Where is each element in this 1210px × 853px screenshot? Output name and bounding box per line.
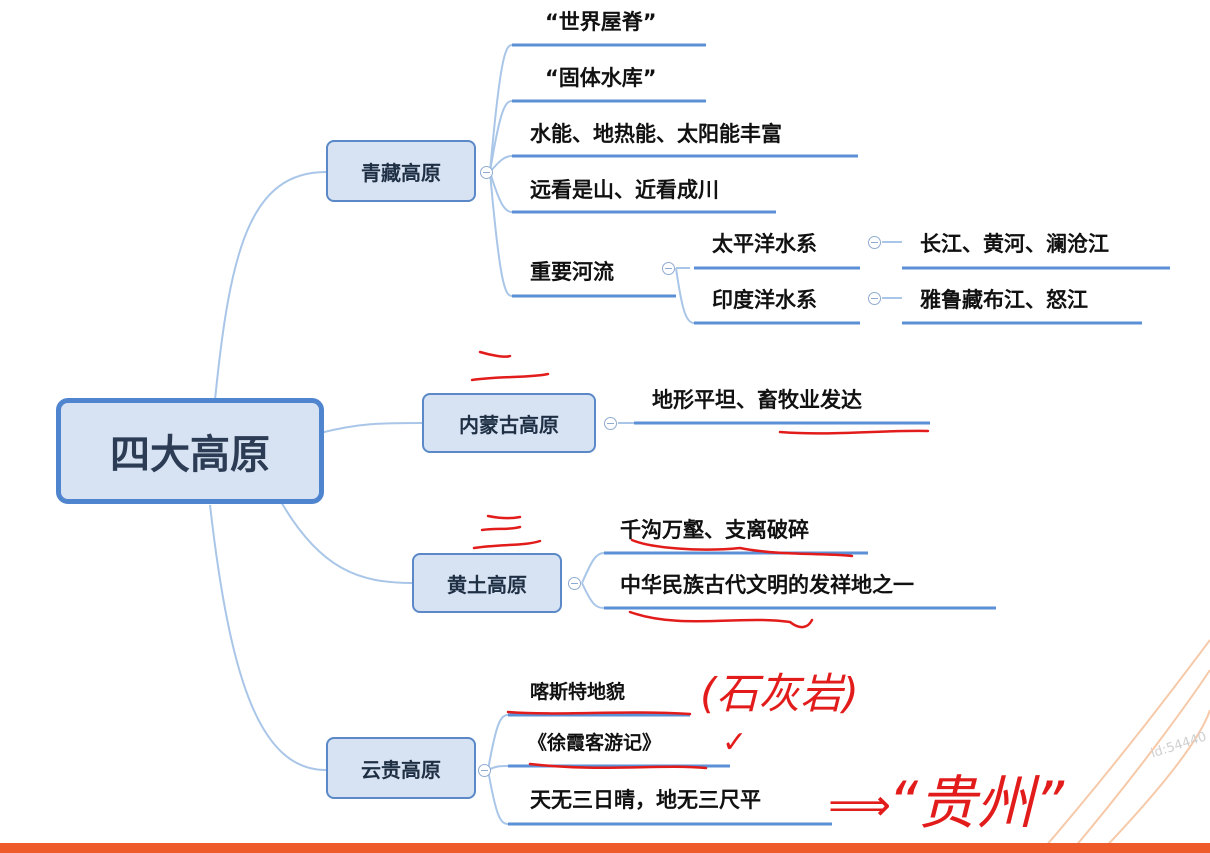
leaf-item[interactable]: “世界屋脊” bbox=[545, 10, 657, 34]
node-qingzang-plateau[interactable]: 青藏高原 bbox=[326, 140, 476, 202]
bottom-bar bbox=[0, 843, 1210, 853]
collapse-icon[interactable] bbox=[868, 292, 881, 305]
node-label: 云贵高原 bbox=[361, 757, 441, 782]
leaf-item[interactable]: 喀斯特地貌 bbox=[530, 681, 626, 703]
handwritten-underlines bbox=[470, 350, 930, 770]
annotation-karst-note: (石灰岩) bbox=[700, 669, 859, 718]
root-node[interactable]: 四大高原 bbox=[56, 398, 324, 504]
leaf-pacific-rivers[interactable]: 长江、黄河、澜沧江 bbox=[920, 232, 1109, 256]
collapse-icon[interactable] bbox=[480, 166, 493, 179]
leaf-rivers[interactable]: 重要河流 bbox=[530, 260, 614, 284]
leaf-indian-system[interactable]: 印度洋水系 bbox=[712, 288, 817, 312]
leaf-item[interactable]: 天无三日晴，地无三尺平 bbox=[530, 788, 761, 812]
leaf-pacific-system[interactable]: 太平洋水系 bbox=[712, 232, 817, 256]
leaf-item[interactable]: “固体水库” bbox=[545, 66, 657, 90]
leaf-item[interactable]: 千沟万壑、支离破碎 bbox=[620, 518, 809, 542]
annotation-guizhou: “贵州” bbox=[888, 769, 1065, 837]
collapse-icon[interactable] bbox=[604, 417, 617, 430]
collapse-icon[interactable] bbox=[868, 236, 881, 249]
collapse-icon[interactable] bbox=[478, 764, 491, 777]
collapse-icon[interactable] bbox=[568, 577, 581, 590]
leaf-indian-rivers[interactable]: 雅鲁藏布江、怒江 bbox=[920, 288, 1088, 312]
leaf-item[interactable]: 中华民族古代文明的发祥地之一 bbox=[620, 573, 914, 597]
collapse-icon[interactable] bbox=[662, 262, 675, 275]
node-label: 黄土高原 bbox=[447, 572, 527, 597]
node-huangtu-plateau[interactable]: 黄土高原 bbox=[412, 553, 562, 613]
leaf-item[interactable]: 水能、地热能、太阳能丰富 bbox=[530, 122, 782, 146]
leaf-item[interactable]: 远看是山、近看成川 bbox=[530, 178, 719, 202]
node-neimenggu-plateau[interactable]: 内蒙古高原 bbox=[422, 393, 596, 453]
node-label: 青藏高原 bbox=[361, 160, 441, 185]
check-mark-icon: ✓ bbox=[722, 725, 748, 760]
leaf-item[interactable]: 地形平坦、畜牧业发达 bbox=[652, 388, 862, 412]
root-label: 四大高原 bbox=[110, 432, 270, 478]
node-label: 内蒙古高原 bbox=[459, 412, 559, 437]
annotation-arrow: ⟹ bbox=[828, 780, 892, 831]
node-yungui-plateau[interactable]: 云贵高原 bbox=[326, 737, 476, 799]
leaf-item[interactable]: 《徐霞客游记》 bbox=[528, 732, 662, 754]
